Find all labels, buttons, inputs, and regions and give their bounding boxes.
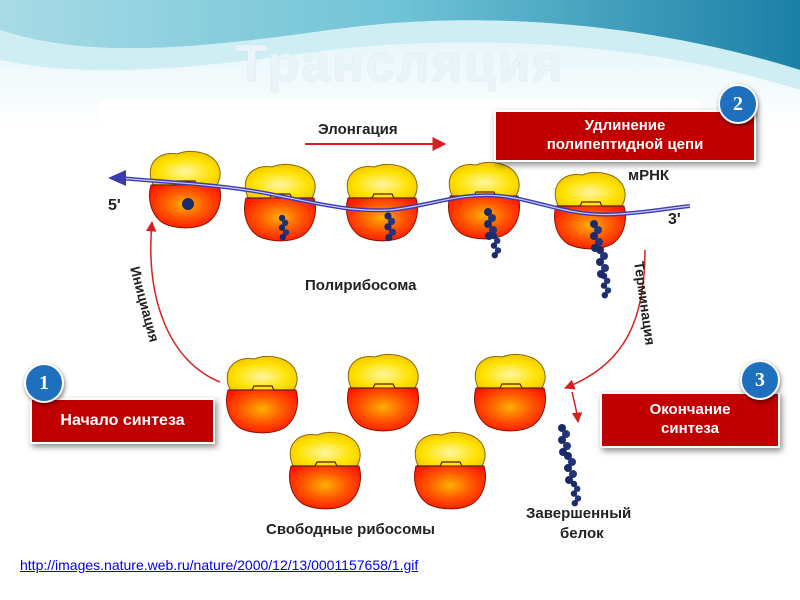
release-arrow: [571, 391, 583, 424]
initiation-arrow: [145, 220, 221, 383]
callout-start-text: Начало синтеза: [60, 412, 185, 429]
free-ribosomes-label: Свободные рибосомы: [266, 521, 435, 538]
polyribosome-ribosome-3: [345, 163, 419, 242]
mrna-label: мРНК: [628, 167, 670, 184]
free-ribosome-1: [225, 355, 299, 434]
slide-title: Трансляция: [235, 35, 565, 93]
polyribosome-label: Полирибосома: [305, 277, 417, 294]
completed-protein-label-line1: Завершенный: [526, 505, 631, 522]
mrna-arrowhead: [108, 170, 126, 186]
polyribosome-ribosome-1: [148, 150, 222, 229]
translation-diagram: Элонгация 5' 3' мРНК Полирибосома Инициа…: [100, 100, 700, 555]
three-prime-label: 3': [668, 211, 681, 228]
badge-1: 1: [24, 363, 64, 403]
badge-3: 3: [740, 360, 780, 400]
callout-elongation-line1: Удлинение: [584, 117, 666, 135]
free-ribosome-4: [288, 431, 362, 510]
callout-start: Начало синтеза: [30, 398, 215, 444]
termination-arrow: [564, 249, 646, 390]
callout-end: Окончание синтеза: [600, 392, 780, 448]
callout-elongation-line2: полипептидной цепи: [546, 136, 704, 153]
five-prime-label: 5': [108, 197, 121, 214]
free-ribosome-2: [346, 353, 420, 432]
badge-2: 2: [718, 84, 758, 124]
source-link[interactable]: http://images.nature.web.ru/nature/2000/…: [20, 557, 419, 573]
completed-protein-label-line2: белок: [560, 525, 604, 542]
callout-end-line2: синтеза: [661, 420, 719, 437]
callout-elongation: Удлинение полипептидной цепи: [494, 110, 756, 162]
elongation-label: Элонгация: [318, 121, 398, 138]
free-ribosome-5: [413, 431, 487, 510]
callout-end-line1: Окончание: [649, 401, 731, 419]
free-ribosome-3: [473, 353, 547, 432]
